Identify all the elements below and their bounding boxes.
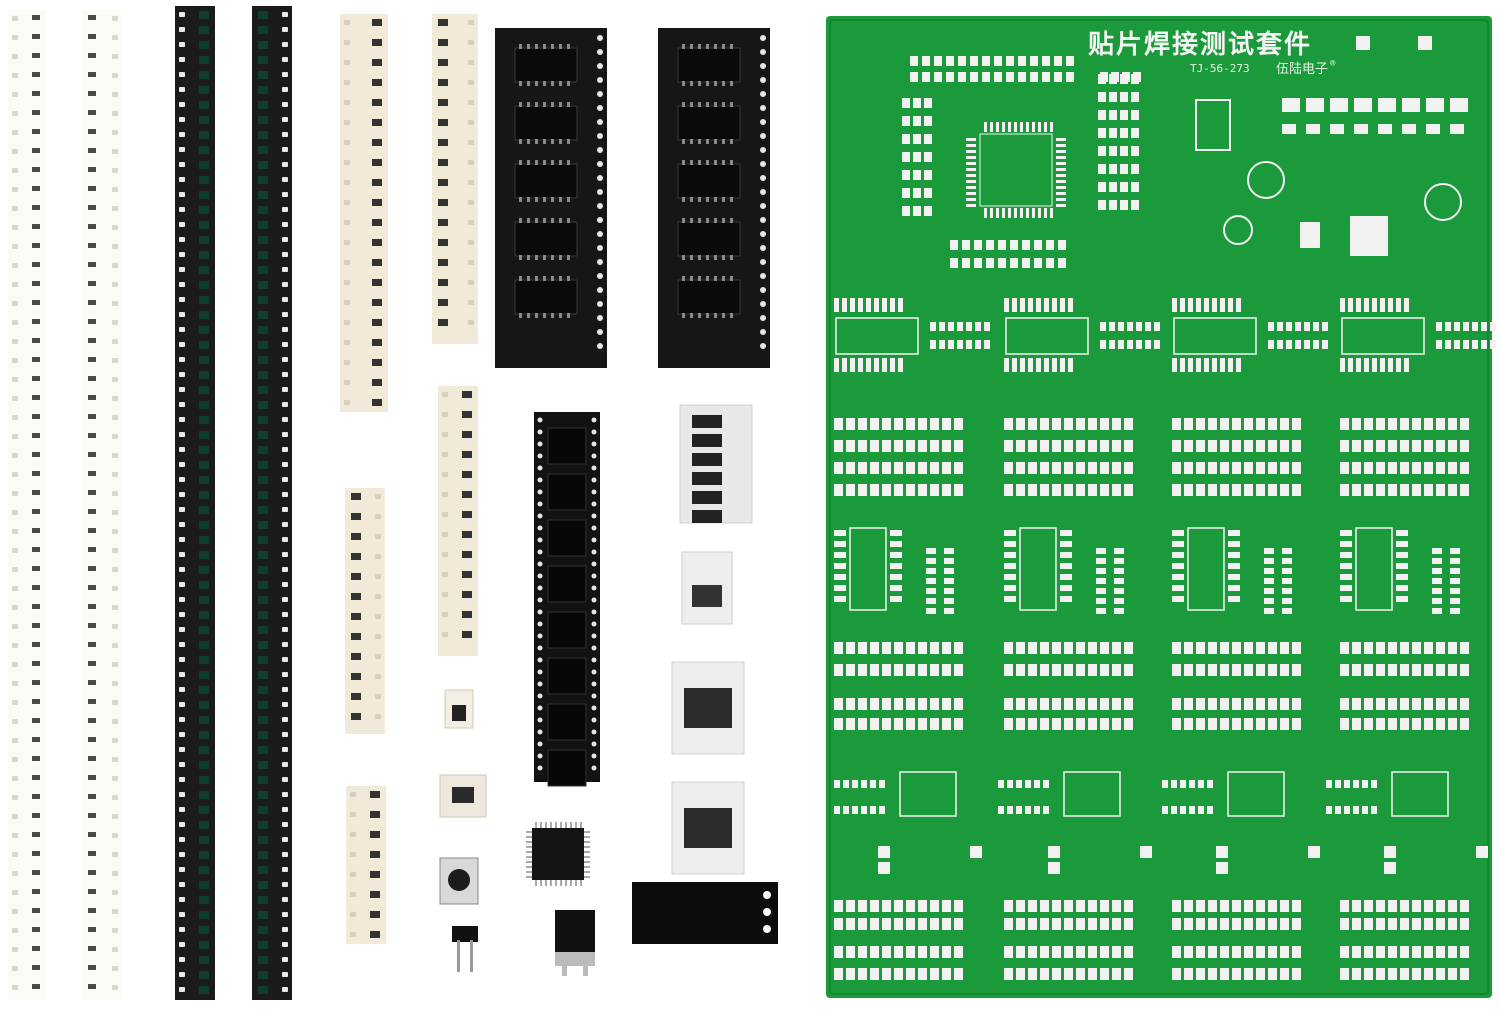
led-part <box>444 689 474 729</box>
beige-capacitor-tape-5 <box>346 786 386 944</box>
pcb-brand: 伍陆电子 <box>1276 61 1328 77</box>
pcb-board: 贴片焊接测试套件 TJ-56-273 伍陆电子 ® <box>826 16 1496 998</box>
white-resistor-tape-2 <box>82 10 122 1000</box>
pin-header <box>452 926 478 972</box>
soic-ic-tape-3 <box>534 412 600 787</box>
smd-part-white <box>439 774 487 818</box>
tactile-switch <box>439 857 479 905</box>
soic-ic-tape-2 <box>658 28 770 368</box>
sot-part-1 <box>681 551 733 625</box>
beige-capacitor-tape-2 <box>432 14 478 344</box>
black-diode-tape-1 <box>175 6 215 1000</box>
black-tube <box>632 882 778 944</box>
inductor-tape <box>679 404 753 524</box>
qfp-chip <box>526 822 590 886</box>
pcb-model: TJ-56-273 <box>1190 62 1250 75</box>
soic-ic-tape-1 <box>495 28 607 368</box>
black-diode-tape-2 <box>252 6 292 1000</box>
beige-capacitor-tape-4 <box>438 386 478 656</box>
sot-part-2 <box>671 661 745 755</box>
pcb-title: 贴片焊接测试套件 <box>1088 30 1312 60</box>
white-resistor-tape-1 <box>8 10 46 1000</box>
sot-part-3 <box>671 781 745 875</box>
voltage-regulator <box>555 910 595 976</box>
beige-capacitor-tape-3 <box>345 488 385 734</box>
pcb-registered: ® <box>1330 59 1336 69</box>
beige-capacitor-tape-1 <box>340 14 388 412</box>
